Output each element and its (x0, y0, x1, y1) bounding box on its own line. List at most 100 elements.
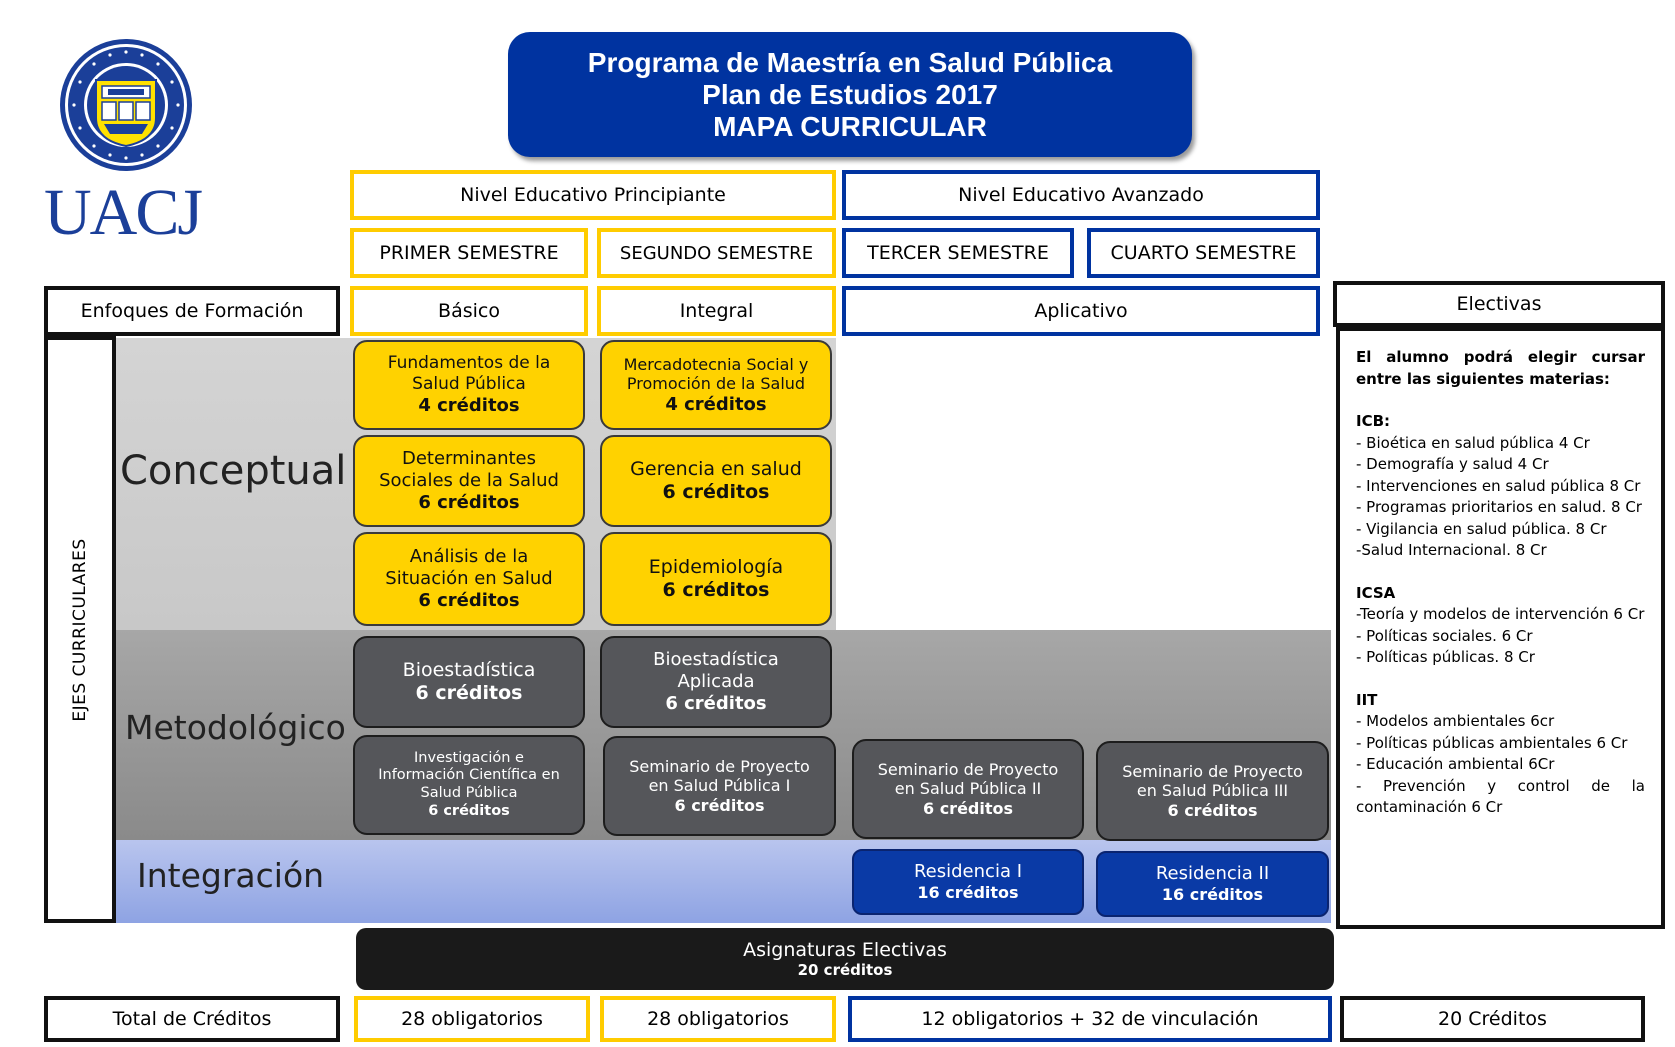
elective-item: - Políticas públicas. 8 Cr (1356, 648, 1535, 666)
course-bioestadistica: Bioestadística 6 créditos (353, 636, 585, 728)
approach-electives: Electivas (1333, 281, 1665, 327)
electives-panel: El alumno podrá elegir cursar entre las … (1336, 327, 1665, 929)
approach-integral: Integral (597, 286, 836, 336)
university-seal-icon (60, 39, 192, 171)
electives-bar-label: Asignaturas Electivas (743, 939, 947, 961)
course-name: Promoción de la Salud (626, 374, 806, 394)
uacj-wordmark: UACJ (44, 176, 203, 249)
course-name: Fundamentos de la (387, 353, 551, 374)
course-seminario-2: Seminario de Proyecto en Salud Pública I… (852, 739, 1084, 839)
totals-advanced: 12 obligatorios + 32 de vinculación (848, 996, 1332, 1042)
course-name: Seminario de Proyecto (629, 756, 810, 776)
course-name: en Salud Pública I (648, 776, 791, 796)
course-credits: 6 créditos (415, 682, 523, 704)
approach-applied: Aplicativo (842, 286, 1320, 336)
course-name: Residencia II (1155, 863, 1270, 885)
course-name: Determinantes (401, 448, 537, 470)
course-credits: 6 créditos (418, 589, 520, 611)
course-credits: 4 créditos (418, 394, 520, 416)
axis-methodological: Metodológico (125, 708, 346, 747)
course-name: Epidemiología (648, 555, 784, 578)
course-determinantes: Determinantes Sociales de la Salud 6 cré… (353, 435, 585, 527)
course-name: Mercadotecnia Social y (623, 354, 809, 374)
elective-item: - Modelos ambientales 6cr (1356, 712, 1555, 730)
course-residencia-2: Residencia II 16 créditos (1096, 851, 1329, 917)
title-line-2: Plan de Estudios 2017 (702, 78, 998, 110)
electives-bar-credits: 20 créditos (797, 961, 893, 979)
course-bioestadistica-aplicada: Bioestadística Aplicada 6 créditos (600, 636, 832, 728)
level-advanced: Nivel Educativo Avanzado (842, 170, 1320, 220)
course-name: Situación en Salud (385, 568, 553, 590)
course-name: Aplicada (677, 671, 755, 693)
elective-item: - Intervenciones en salud pública 8 Cr (1356, 476, 1641, 495)
course-name: Seminario de Proyecto (877, 759, 1059, 779)
level-beginner: Nivel Educativo Principiante (350, 170, 836, 220)
course-credits: 6 créditos (665, 692, 767, 714)
course-credits: 6 créditos (662, 481, 770, 503)
course-credits: 4 créditos (665, 393, 767, 415)
semester-second: SEGUNDO SEMESTRE (597, 228, 836, 278)
semester-first: PRIMER SEMESTRE (350, 228, 588, 278)
course-fundamentos: Fundamentos de la Salud Pública 4 crédit… (353, 340, 585, 430)
course-credits: 6 créditos (1167, 800, 1258, 820)
course-credits: 16 créditos (1161, 885, 1264, 905)
elective-item: - Políticas públicas ambientales 6 Cr (1356, 733, 1628, 752)
elective-item: - Educación ambiental 6Cr (1356, 755, 1555, 773)
totals-second: 28 obligatorios (600, 996, 836, 1042)
course-mercadotecnia: Mercadotecnia Social y Promoción de la S… (600, 340, 832, 430)
elective-item: - Vigilancia en salud pública. 8 Cr (1356, 519, 1607, 538)
course-credits: 16 créditos (917, 883, 1019, 903)
course-seminario-1: Seminario de Proyecto en Salud Pública I… (603, 736, 836, 836)
uacj-logo: UACJ (44, 36, 224, 266)
course-seminario-3: Seminario de Proyecto en Salud Pública I… (1096, 741, 1329, 841)
totals-first: 28 obligatorios (354, 996, 590, 1042)
elective-group-name: ICB: (1356, 412, 1391, 430)
page-title: Programa de Maestría en Salud Pública Pl… (508, 32, 1192, 157)
axis-integration: Integración (137, 856, 325, 895)
course-name: Salud Pública (412, 374, 526, 395)
course-credits: 6 créditos (662, 579, 770, 601)
semester-third: TERCER SEMESTRE (842, 228, 1074, 278)
course-name: Sociales de la Salud (379, 470, 559, 492)
course-residencia-1: Residencia I 16 créditos (852, 849, 1084, 915)
course-name: Salud Pública (420, 785, 518, 801)
course-name: Seminario de Proyecto (1122, 761, 1303, 781)
approach-basic: Básico (350, 286, 588, 336)
course-name: Gerencia en salud (630, 457, 802, 480)
elective-group-name: IIT (1356, 690, 1378, 709)
course-epidemiologia: Epidemiología 6 créditos (600, 532, 832, 626)
electives-intro: El alumno podrá elegir cursar entre las … (1356, 348, 1645, 388)
course-name: Residencia I (913, 861, 1023, 883)
course-credits: 6 créditos (418, 491, 520, 513)
course-name: Investigación e (414, 749, 524, 766)
course-credits: 6 créditos (674, 795, 765, 815)
electives-bar: Asignaturas Electivas 20 créditos (356, 928, 1334, 990)
elective-item: - Bioética en salud pública 4 Cr (1356, 433, 1590, 452)
axes-title: EJES CURRICULARES (70, 537, 90, 722)
course-name: Bioestadística (653, 649, 779, 671)
elective-item: - Programas prioritarios en salud. 8 Cr (1356, 498, 1642, 516)
elective-item: -Teoría y modelos de intervención 6 Cr (1356, 605, 1645, 623)
elective-group-name: ICSA (1356, 583, 1396, 602)
semester-fourth: CUARTO SEMESTRE (1087, 228, 1320, 278)
course-gerencia: Gerencia en salud 6 créditos (600, 435, 832, 527)
approaches-label: Enfoques de Formación (44, 286, 340, 336)
course-analisis: Análisis de la Situación en Salud 6 créd… (353, 532, 585, 626)
title-line-3: MAPA CURRICULAR (713, 110, 987, 142)
course-name: Análisis de la (409, 546, 529, 568)
course-name: Bioestadística (402, 658, 536, 681)
course-name: en Salud Pública II (894, 779, 1042, 799)
axes-column: EJES CURRICULARES (44, 336, 116, 923)
title-line-1: Programa de Maestría en Salud Pública (587, 46, 1113, 78)
elective-item: - Demografía y salud 4 Cr (1356, 455, 1549, 473)
axis-conceptual: Conceptual (120, 448, 347, 494)
totals-electives: 20 Créditos (1340, 996, 1645, 1042)
course-credits: 6 créditos (922, 798, 1014, 818)
elective-item: - Políticas sociales. 6 Cr (1356, 626, 1533, 645)
course-investigacion: Investigación e Información Científica e… (353, 735, 585, 835)
totals-label: Total de Créditos (44, 996, 340, 1042)
course-name: en Salud Pública III (1136, 781, 1289, 801)
course-credits: 6 créditos (428, 802, 510, 819)
course-name: Información Científica en (378, 767, 560, 784)
elective-item: - Prevención y control de la contaminaci… (1356, 776, 1645, 817)
